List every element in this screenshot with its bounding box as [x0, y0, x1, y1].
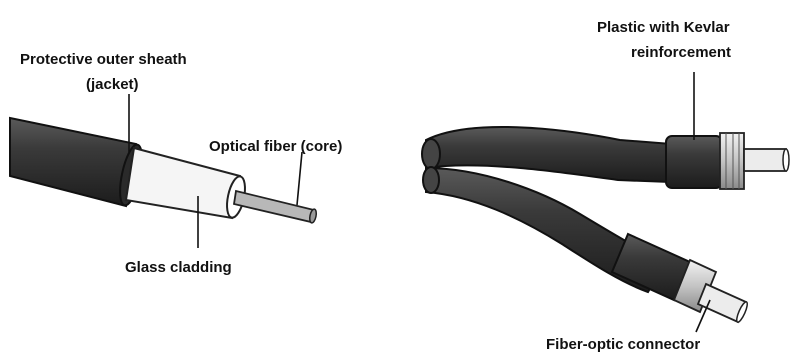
- jacket-label-line2: (jacket): [86, 76, 139, 93]
- upper-cable-end: [422, 139, 440, 169]
- glass-cladding: [126, 148, 240, 218]
- kevlar-label-line2: reinforcement: [631, 44, 731, 61]
- lower-connector-cable: [423, 167, 749, 323]
- upper-ferrule: [744, 149, 786, 171]
- connector-label: Fiber-optic connector: [546, 336, 700, 353]
- upper-ferrule-tip: [783, 149, 789, 171]
- jacket-label-line1: Protective outer sheath: [20, 51, 187, 68]
- upper-kevlar-boot: [666, 136, 722, 188]
- cladding-label: Glass cladding: [125, 259, 232, 276]
- upper-connector-nut: [720, 133, 744, 189]
- lower-cable-end: [423, 167, 439, 193]
- optical-core: [234, 191, 314, 222]
- outer-jacket: [10, 118, 136, 206]
- core-label: Optical fiber (core): [209, 138, 342, 155]
- cable-cutaway: [10, 118, 317, 223]
- core-leader: [297, 152, 302, 205]
- kevlar-label-line1: Plastic with Kevlar: [597, 19, 730, 36]
